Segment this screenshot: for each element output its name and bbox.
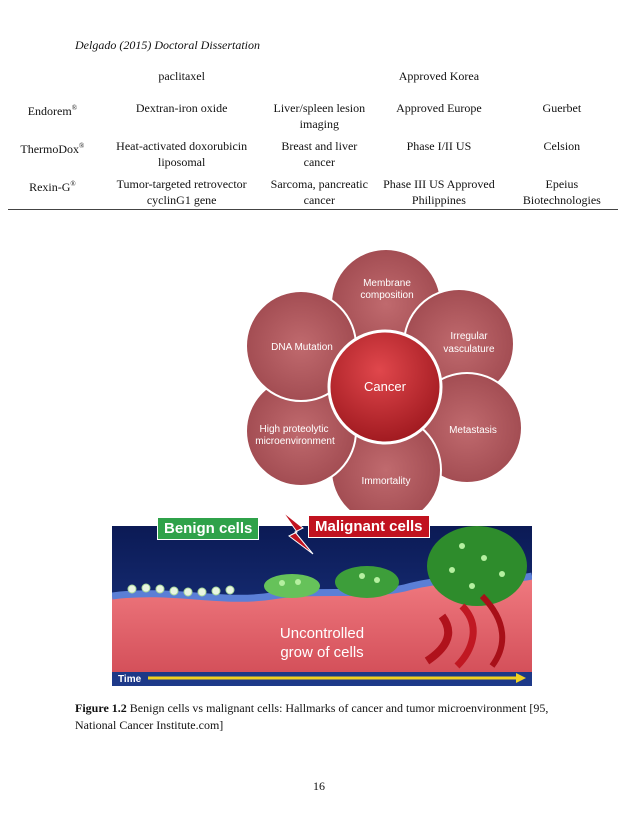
table-cell-status: Phase I/II US [372, 132, 506, 170]
table-cell-indication: Sarcoma, pancreatic cancer [267, 170, 373, 210]
table-cell-indication: Breast and liver cancer [267, 132, 373, 170]
page-number: 16 [0, 779, 638, 794]
table-cell-company [506, 68, 618, 84]
table-row: ThermoDox® Heat-activated doxorubicin li… [8, 132, 618, 170]
benign-cells-label: Benign cells [157, 517, 259, 540]
table-cell-company: Epeius Biotechnologies [506, 170, 618, 210]
table-cell-indication: Liver/spleen lesion imaging [267, 100, 373, 132]
table-cell-material: paclitaxel [97, 68, 267, 84]
svg-text:Membrane: Membrane [363, 278, 411, 289]
table-cell-company: Guerbet [506, 100, 618, 132]
table-cell-name [8, 68, 97, 84]
table-cell-name: Rexin-G® [8, 170, 97, 210]
growth-label-1: Uncontrolled [280, 625, 364, 642]
table-row: Rexin-G® Tumor-targeted retrovector cycl… [8, 170, 618, 210]
svg-text:DNA Mutation: DNA Mutation [271, 342, 333, 353]
time-label: Time [118, 674, 142, 685]
cells-illustration: Uncontrolled grow of cells Time [112, 526, 532, 686]
svg-text:composition: composition [360, 290, 413, 301]
table-cell-name: ThermoDox® [8, 132, 97, 170]
table-row: paclitaxel Approved Korea [8, 68, 618, 84]
label-irregular-2: vasculature [443, 344, 495, 355]
hallmarks-diagram: Membrane composition Irregular vasculatu… [240, 248, 530, 510]
svg-text:Metastasis: Metastasis [449, 425, 497, 436]
table-row: Endorem® Dextran-iron oxide Liver/spleen… [8, 100, 618, 132]
drug-table: paclitaxel Approved Korea Endorem® Dextr… [8, 68, 618, 210]
label-membrane-2: composition [360, 290, 413, 301]
label-membrane-1: Membrane [363, 278, 411, 289]
svg-text:High proteolytic: High proteolytic [260, 424, 329, 435]
svg-text:Uncontrolled: Uncontrolled [280, 625, 364, 642]
svg-text:vasculature: vasculature [443, 344, 495, 355]
label-immortality: Immortality [362, 476, 411, 487]
growth-label-2: grow of cells [280, 644, 363, 661]
table-cell-status: Approved Europe [372, 100, 506, 132]
label-metastasis: Metastasis [449, 425, 497, 436]
label-proteolytic-1: High proteolytic [260, 424, 329, 435]
table-row [8, 84, 618, 100]
malignant-cells-label: Malignant cells [308, 515, 430, 538]
running-header: Delgado (2015) Doctoral Dissertation [75, 38, 260, 53]
label-irregular-1: Irregular [450, 331, 488, 342]
svg-text:microenvironment: microenvironment [255, 436, 335, 447]
svg-text:grow of cells: grow of cells [280, 644, 363, 661]
table-cell-material: Tumor-targeted retrovector cyclinG1 gene [97, 170, 267, 210]
label-cancer: Cancer [364, 379, 407, 394]
table-cell-status: Approved Korea [372, 68, 506, 84]
svg-text:Immortality: Immortality [362, 476, 411, 487]
table-cell-material: Heat-activated doxorubicin liposomal [97, 132, 267, 170]
label-proteolytic-2: microenvironment [255, 436, 335, 447]
svg-text:Time: Time [118, 674, 142, 685]
svg-text:Irregular: Irregular [450, 331, 488, 342]
svg-text:Cancer: Cancer [364, 379, 407, 394]
table-cell-company: Celsion [506, 132, 618, 170]
table-cell-name: Endorem® [8, 100, 97, 132]
figure-caption: Figure 1.2 Benign cells vs malignant cel… [75, 700, 565, 734]
table-cell-status: Phase III US Approved Philippines [372, 170, 506, 210]
table-cell-indication [267, 68, 373, 84]
label-dna: DNA Mutation [271, 342, 333, 353]
table-cell-material: Dextran-iron oxide [97, 100, 267, 132]
